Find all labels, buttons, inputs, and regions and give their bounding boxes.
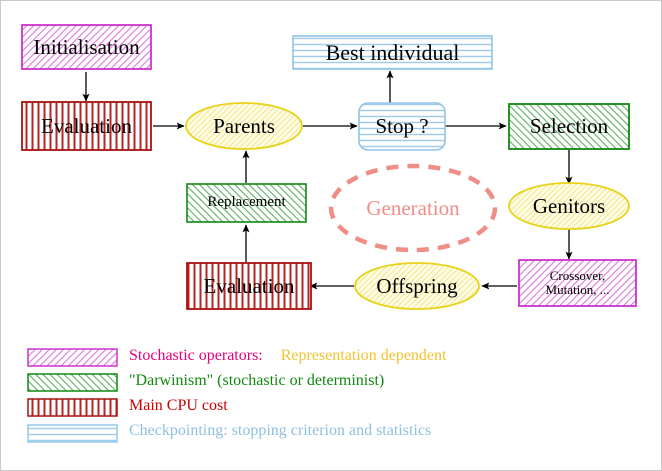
legend-text-main-cpu-cost: Main CPU cost bbox=[129, 397, 228, 414]
legend-swatch-checkpointing bbox=[27, 424, 118, 443]
node-stop[interactable] bbox=[358, 102, 446, 151]
node-evaluation-bottom[interactable] bbox=[186, 262, 312, 310]
node-initialisation[interactable] bbox=[21, 24, 152, 70]
legend-text-checkpointing: Checkpointing: stopping criterion and st… bbox=[129, 422, 432, 439]
legend-text-darwinism: "Darwinism" (stochastic or determinist) bbox=[129, 372, 385, 389]
node-selection[interactable] bbox=[508, 103, 630, 150]
node-offspring[interactable] bbox=[354, 262, 480, 310]
node-replacement[interactable] bbox=[186, 183, 307, 223]
node-generation-boundary bbox=[328, 163, 498, 253]
legend-text-stochastic-operators-main: Stochastic operators: bbox=[129, 347, 263, 364]
node-parents[interactable] bbox=[185, 102, 303, 150]
legend-swatch-stochastic-operators bbox=[27, 348, 118, 367]
node-genitors[interactable] bbox=[508, 182, 630, 230]
legend-swatch-main-cpu-cost bbox=[27, 398, 118, 417]
edge-group bbox=[82, 70, 573, 290]
legend-swatch-darwinism bbox=[27, 373, 118, 392]
legend-text-stochastic-operators: Stochastic operators: Representation dep… bbox=[129, 347, 446, 365]
node-best-individual[interactable] bbox=[292, 35, 493, 70]
legend-text-representation-dependent: Representation dependent bbox=[280, 347, 447, 364]
node-crossover-mutation[interactable] bbox=[518, 259, 637, 307]
node-evaluation-top[interactable] bbox=[21, 101, 152, 151]
